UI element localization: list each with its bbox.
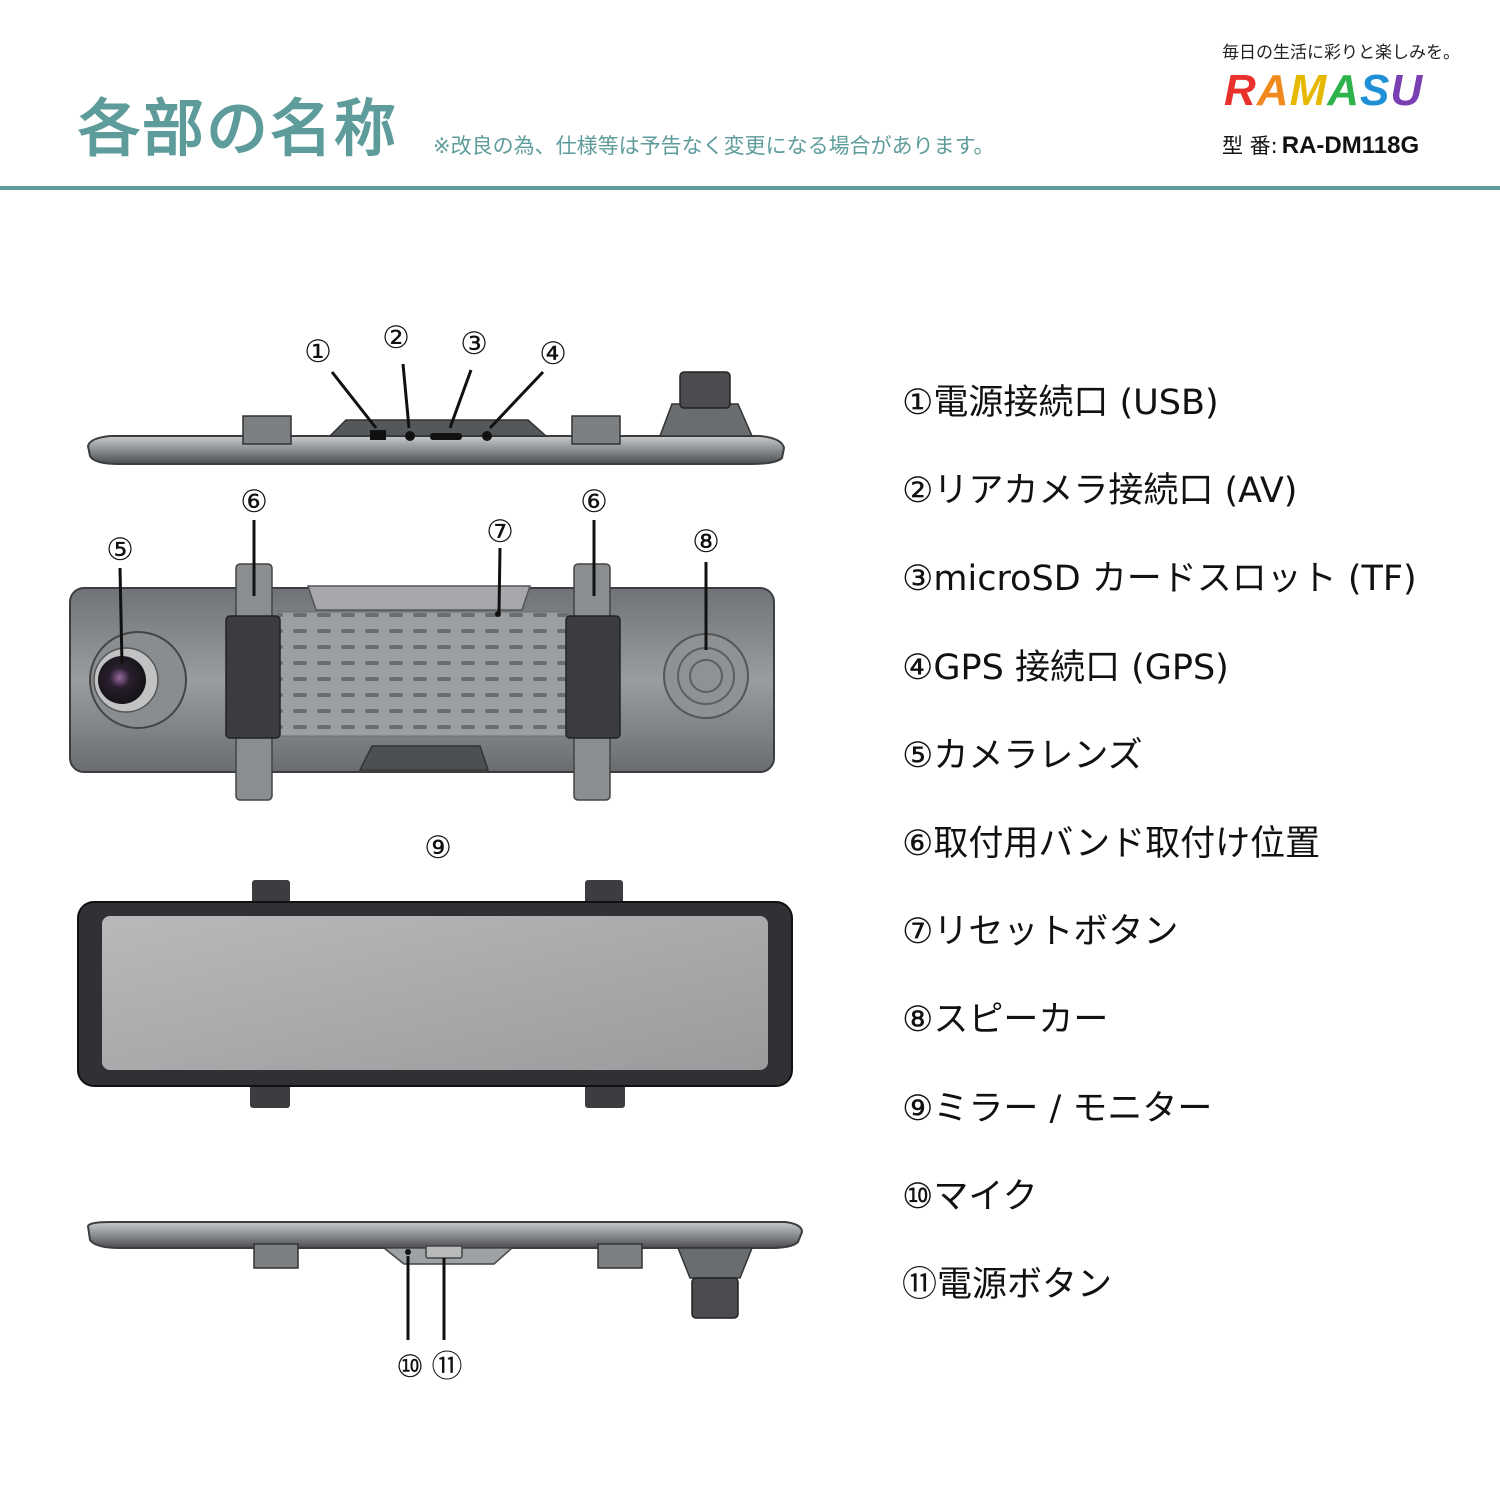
model-number: RA-DM118G xyxy=(1281,132,1420,159)
callout-8: ⑧ xyxy=(692,524,720,560)
device-top-view xyxy=(86,371,786,465)
legend-item: ⑤カメラレンズ xyxy=(902,735,1143,776)
device-back-view xyxy=(69,563,775,801)
legend-item: ⑩マイク xyxy=(902,1176,1038,1217)
camera-lens-icon xyxy=(98,656,146,704)
disclaimer-note: ※改良の為、仕様等は予告なく変更になる場合があります。 xyxy=(433,134,995,158)
callout-leaders xyxy=(118,363,708,1340)
legend-item: ③microSD カードスロット (TF) xyxy=(902,559,1417,600)
device-bottom-view xyxy=(86,1221,804,1319)
callout-1: ① xyxy=(304,334,332,370)
callout-6-left: ⑥ xyxy=(240,484,268,520)
legend-item: ⑧スピーカー xyxy=(902,1000,1109,1041)
callout-2: ② xyxy=(382,320,410,356)
logo-letter: S xyxy=(1360,66,1391,115)
legend-item: ①電源接続口 (USB) xyxy=(902,383,1219,423)
logo-letter: U xyxy=(1390,66,1424,115)
model-label: 型 番: xyxy=(1222,134,1278,158)
device-front-view xyxy=(77,880,793,1108)
callout-4: ④ xyxy=(539,336,567,372)
callout-10: ⑩ xyxy=(396,1349,424,1385)
logo-letter: A xyxy=(1327,66,1360,115)
logo-letter: R xyxy=(1224,66,1257,115)
model-info: 型 番:RA-DM118G xyxy=(1222,130,1419,160)
brand-tagline: 毎日の生活に彩りと楽しみを。 xyxy=(1222,43,1460,63)
legend-item: ⑦リセットボタン xyxy=(902,912,1179,953)
page-title: 各部の名称 xyxy=(78,92,399,165)
logo-letter: M xyxy=(1289,66,1328,115)
legend-item: ⑪電源ボタン xyxy=(902,1264,1113,1305)
callout-3: ③ xyxy=(460,326,488,362)
callout-7: ⑦ xyxy=(486,514,514,550)
brand-logo: RAMASU xyxy=(1224,66,1423,116)
legend-item: ④GPS 接続口 (GPS) xyxy=(902,647,1229,688)
legend-item: ⑥取付用バンド取付け位置 xyxy=(902,823,1321,864)
parts-legend: ①電源接続口 (USB) ②リアカメラ接続口 (AV) ③microSD カード… xyxy=(902,380,1417,1350)
callout-9: ⑨ xyxy=(424,830,452,866)
legend-item: ⑨ミラー / モニター xyxy=(902,1088,1213,1129)
callout-5: ⑤ xyxy=(106,532,134,568)
callout-6-right: ⑥ xyxy=(580,484,608,520)
header-divider xyxy=(0,186,1500,190)
callout-11: ⑪ xyxy=(432,1349,463,1385)
logo-letter: A xyxy=(1256,66,1290,115)
callout-numbers: ① ② ③ ④ ⑤ ⑥ ⑥ ⑦ ⑧ ⑨ ⑩ ⑪ xyxy=(106,320,720,1385)
legend-item: ②リアカメラ接続口 (AV) xyxy=(902,471,1298,512)
